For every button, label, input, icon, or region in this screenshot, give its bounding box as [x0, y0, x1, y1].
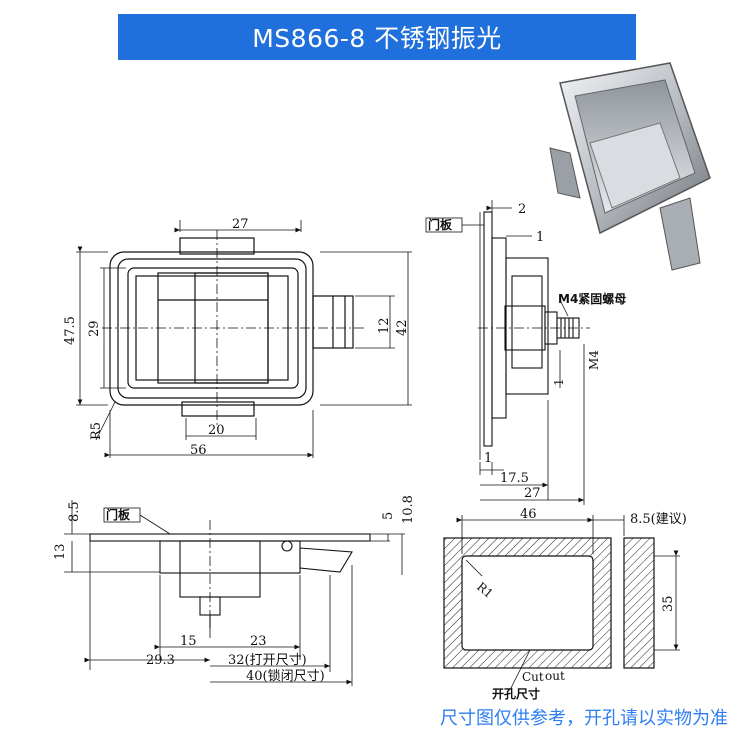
front-dim-42: 42	[395, 319, 410, 336]
front-dim-r5: R5	[89, 422, 104, 440]
cut-label-b: out	[545, 669, 565, 683]
bottom-dim-32: 32(打开尺寸)	[228, 653, 307, 668]
footer-note: 尺寸图仅供参考，开孔请以实物为准	[440, 708, 728, 729]
bottom-dim-15: 15	[180, 634, 197, 649]
side-dim-lines	[425, 200, 585, 505]
cutout-dim-8-5: 8.5(建议)	[630, 512, 687, 527]
side-view	[478, 211, 590, 460]
bottom-dim-29-3: 29.3	[146, 653, 175, 668]
side-dim-2: 2	[518, 202, 526, 217]
side-dim-17-5: 17.5	[500, 471, 529, 486]
bottom-dim-8-5: 8.5	[67, 501, 82, 522]
front-view	[102, 230, 365, 425]
cutout-dim-35: 35	[661, 595, 676, 612]
side-door-label: 门板	[428, 217, 453, 232]
bottom-view	[89, 520, 371, 640]
bottom-dim-10-8: 10.8	[401, 495, 416, 524]
bottom-dim-40: 40(锁闭尺寸)	[246, 668, 325, 684]
product-photo	[549, 62, 711, 271]
thread-label: M4	[587, 350, 601, 370]
front-dim-29: 29	[87, 320, 102, 337]
front-dim-20: 20	[208, 423, 225, 438]
bottom-dim-5: 5	[381, 512, 396, 520]
cutout-dim-46: 46	[520, 507, 537, 522]
side-dim-1-bottom: 1	[484, 451, 492, 466]
front-dim-27: 27	[232, 217, 249, 232]
page-title: MS866-8 不锈钢振光	[252, 24, 502, 53]
front-dim-47-5: 47.5	[63, 316, 78, 345]
cutout-view	[443, 537, 655, 669]
bottom-dim-13: 13	[53, 543, 68, 560]
cutout-dim-lines	[456, 515, 680, 691]
bottom-dim-23: 23	[250, 634, 267, 649]
title-bar: MS866-8 不锈钢振光	[118, 14, 636, 60]
front-dim-lines	[76, 220, 412, 458]
side-dim-27: 27	[524, 486, 541, 501]
side-dim-1-side: 1	[552, 378, 566, 386]
side-dim-1-top: 1	[536, 230, 544, 245]
bottom-door-label: 门板	[106, 507, 131, 522]
bottom-dim-lines	[64, 500, 405, 686]
nut-label: M4紧固螺母	[558, 291, 626, 306]
cut-label-a: Cut	[522, 670, 544, 684]
front-dim-12: 12	[377, 317, 392, 334]
front-dim-56: 56	[190, 443, 207, 458]
cutout-caption: 开孔尺寸	[492, 686, 540, 701]
